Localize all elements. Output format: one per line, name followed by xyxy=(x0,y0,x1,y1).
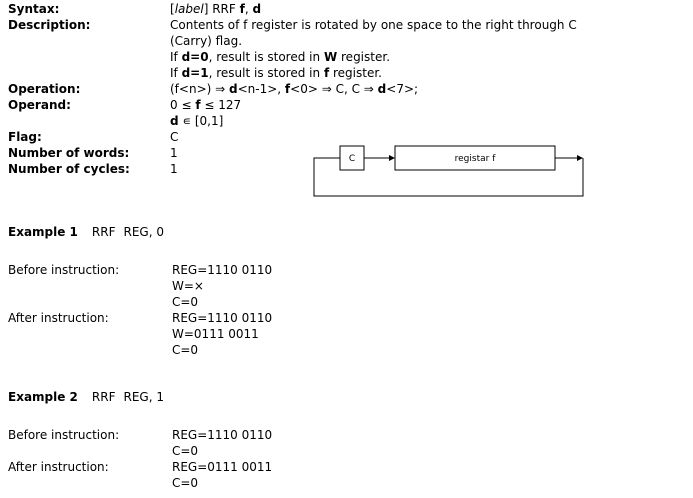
rotate-diagram: C registar f xyxy=(312,144,592,203)
carry-to-register-arrowhead xyxy=(389,155,395,161)
carry-box-label: C xyxy=(349,154,355,164)
example2-before-label: Before instruction: xyxy=(8,428,120,442)
operation-value: (f<n>) ⇒ d<n-1>, f<0> ⇒ C, C ⇒ d<7>; xyxy=(170,82,419,96)
feedback-loop-line xyxy=(313,157,584,197)
example2-code: RRF xyxy=(91,390,116,404)
example1-after-line: C=0 xyxy=(172,343,199,357)
example1-before-line: REG=1110 0110 xyxy=(172,263,273,277)
example1-code: RRF xyxy=(91,225,116,239)
register-box xyxy=(394,145,556,171)
flag-label: Flag: xyxy=(8,130,42,144)
example1-after-label: After instruction: xyxy=(8,311,109,325)
operand-label: Operand: xyxy=(8,98,71,112)
example2-title: Example 2 xyxy=(8,390,78,404)
description-line-4: If d=1, result is stored in f register. xyxy=(170,66,382,80)
example1-after-line: REG=1110 0110 xyxy=(172,311,273,325)
example1-title: Example 1 xyxy=(8,225,78,239)
cycles-label: Number of cycles: xyxy=(8,162,130,176)
description-line-1: Contents of f register is rotated by one… xyxy=(170,18,577,32)
example1-before-line: C=0 xyxy=(172,295,199,309)
words-label: Number of words: xyxy=(8,146,130,160)
flag-value: C xyxy=(170,130,179,144)
example1-args: REG, 0 xyxy=(123,225,164,239)
syntax-label-param: label xyxy=(174,2,204,16)
example2-heading: Example 2 RRF REG, 1 xyxy=(8,389,164,405)
syntax-value: [label] RRF f, d xyxy=(170,2,262,16)
description-label: Description: xyxy=(8,18,91,32)
description-line-2: (Carry) flag. xyxy=(170,34,243,48)
example2-args: REG, 1 xyxy=(123,390,164,404)
example2-after-line: REG=0111 0011 xyxy=(172,460,273,474)
description-line-3: If d=0, result is stored in W register. xyxy=(170,50,391,64)
syntax-label: Syntax: xyxy=(8,2,60,16)
syntax-arg-d: d xyxy=(252,2,262,16)
syntax-arg-f: f xyxy=(239,2,245,16)
cycles-value: 1 xyxy=(170,162,178,176)
example1-before-label: Before instruction: xyxy=(8,263,120,277)
example2-after-line: C=0 xyxy=(172,476,199,490)
example2-before-line: REG=1110 0110 xyxy=(172,428,273,442)
register-out-arrowhead xyxy=(577,155,583,161)
register-box-label: registar f xyxy=(455,154,497,164)
example1-after-line: W=0111 0011 xyxy=(172,327,259,341)
example2-after-label: After instruction: xyxy=(8,460,109,474)
example1-before-line: W=× xyxy=(172,279,204,293)
operand-range: 0 ≤ f ≤ 127 xyxy=(170,98,242,112)
words-value: 1 xyxy=(170,146,178,160)
syntax-mnemonic: RRF xyxy=(212,2,236,16)
example2-before-line: C=0 xyxy=(172,444,199,458)
example1-heading: Example 1 RRF REG, 0 xyxy=(8,224,164,240)
operand-d-range: d ∊ [0,1] xyxy=(170,114,224,128)
operation-label: Operation: xyxy=(8,82,81,96)
